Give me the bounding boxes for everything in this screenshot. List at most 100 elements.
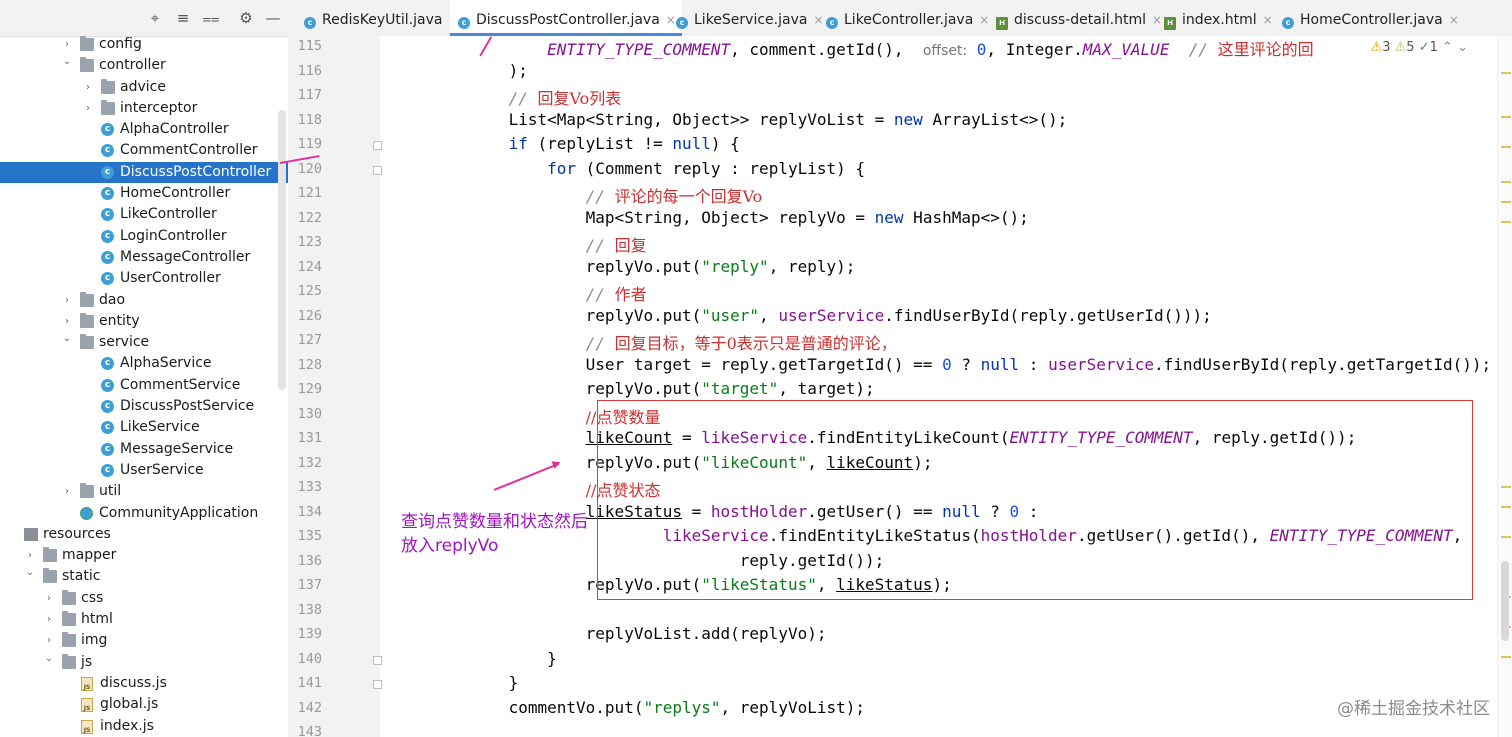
tree-item-img[interactable]: ›img (0, 630, 288, 651)
tree-item-html[interactable]: ›html (0, 609, 288, 630)
tree-item-resources[interactable]: resources (0, 524, 288, 545)
chevron-down-icon[interactable]: ⌄ (62, 56, 72, 68)
code-line[interactable]: ENTITY_TYPE_COMMENT, comment.getId(), of… (547, 40, 1314, 59)
close-icon[interactable]: × (1262, 13, 1273, 27)
code-line[interactable]: for (Comment reply : replyList) { (547, 158, 866, 178)
fold-marker-icon[interactable] (373, 680, 382, 689)
code-line[interactable]: likeService.findEntityLikeStatus(hostHol… (662, 526, 1463, 545)
chevron-right-icon[interactable]: › (65, 315, 69, 327)
close-icon[interactable]: × (813, 13, 824, 27)
chevron-right-icon[interactable]: › (47, 614, 51, 626)
chevron-down-icon[interactable]: ⌄ (1457, 40, 1468, 55)
code-line[interactable]: //点赞状态 (585, 481, 661, 500)
inspection-widget[interactable]: ⚠3 ⚠5 ✓1 ⌃ ⌄ (1366, 40, 1472, 55)
scroll-thumb[interactable] (1501, 561, 1509, 641)
tree-item-controller[interactable]: ⌄controller (0, 55, 288, 76)
chevron-right-icon[interactable]: › (47, 635, 51, 647)
code-line[interactable]: replyVo.put("target", target); (393, 379, 875, 398)
gear-icon[interactable]: ⚙ (239, 9, 253, 27)
code-line[interactable]: commentVo.put("replys", replyVoList); (393, 697, 866, 717)
code-line[interactable]: // 作者 (585, 285, 647, 304)
chevron-up-icon[interactable]: ⌃ (1442, 40, 1453, 55)
code-line[interactable]: replyVo.put("user", userService.findUser… (393, 305, 1212, 325)
tree-item-static[interactable]: ⌄static (0, 566, 288, 587)
chevron-right-icon[interactable]: › (86, 81, 90, 93)
code-line[interactable]: } (393, 648, 557, 668)
code-line[interactable]: if (replyList != null) { (508, 134, 740, 153)
tree-item-config[interactable]: ›config (0, 34, 288, 55)
close-icon[interactable]: × (1151, 13, 1163, 27)
chevron-down-icon[interactable]: ⌄ (44, 652, 54, 664)
tree-item-interceptor[interactable]: ›interceptor (0, 98, 288, 119)
code-line[interactable]: List<Map<String, Object>> replyVoList = … (393, 109, 1068, 129)
fold-marker-icon[interactable] (373, 165, 382, 175)
close-icon[interactable]: × (979, 13, 990, 27)
code-line[interactable]: // 回复目标，等于0表示只是普通的评论， (585, 334, 897, 353)
crosshair-icon[interactable]: ⌖ (150, 9, 160, 27)
close-icon[interactable]: × (665, 13, 676, 27)
chevron-down-icon[interactable]: ⌄ (62, 333, 72, 345)
code-line[interactable]: Map<String, Object> replyVo = new HashMa… (393, 207, 1029, 227)
tree-item-util[interactable]: ›util (0, 481, 288, 502)
code-line[interactable]: replyVoList.add(replyVo); (393, 624, 827, 643)
code-line[interactable]: likeStatus = hostHolder.getUser() == nul… (585, 501, 1039, 521)
chevron-right-icon[interactable]: › (65, 486, 69, 498)
fold-marker-icon[interactable] (373, 655, 382, 665)
chevron-right-icon[interactable]: › (86, 102, 90, 114)
code-line[interactable]: // 回复 (585, 236, 647, 255)
code-line[interactable]: reply.getId()); (393, 550, 885, 570)
tree-item-communityapplication[interactable]: CommunityApplication (0, 503, 288, 524)
code-line[interactable]: } (393, 673, 519, 692)
fold-marker-icon[interactable] (373, 141, 382, 150)
code-line[interactable]: replyVo.put("likeStatus", likeStatus); (393, 575, 952, 594)
chevron-right-icon[interactable]: › (65, 39, 69, 50)
chevron-right-icon[interactable]: › (28, 550, 32, 562)
code-line[interactable]: replyVo.put("reply", reply); (393, 256, 856, 276)
close-icon[interactable]: × (1448, 13, 1459, 27)
editor-scrollbar[interactable] (1497, 36, 1512, 737)
tree-item-entity[interactable]: ›entity (0, 311, 288, 332)
chevron-right-icon[interactable]: › (65, 294, 69, 306)
code-line[interactable]: User target = reply.getTargetId() == 0 ?… (393, 354, 1492, 374)
tree-item-css[interactable]: ›css (0, 588, 288, 609)
code-line[interactable]: replyVo.put("likeCount", likeCount); (393, 452, 933, 472)
code-line[interactable]: //点赞数量 (585, 407, 661, 427)
tree-item-service[interactable]: ⌄service (0, 332, 288, 353)
code-line[interactable]: // 评论的每一个回复Vo (585, 187, 763, 206)
code-line[interactable]: ); (393, 60, 528, 80)
code-line[interactable]: likeCount = likeService.findEntityLikeCo… (585, 428, 1357, 447)
chevron-down-icon[interactable]: ⌄ (25, 567, 35, 579)
expand-all-icon[interactable]: ≡ (176, 9, 190, 27)
tree-item-advice[interactable]: ›advice (0, 77, 288, 98)
tree-item-js[interactable]: ⌄js (0, 652, 288, 673)
tree-item-mapper[interactable]: ›mapper (0, 545, 288, 566)
chevron-right-icon[interactable]: › (47, 592, 51, 604)
sidebar-scrollbar[interactable] (278, 110, 286, 390)
collapse-all-icon[interactable]: ⩵ (202, 9, 220, 27)
code-line[interactable]: // 回复Vo列表 (508, 89, 622, 108)
minimize-icon[interactable]: — (265, 9, 281, 27)
